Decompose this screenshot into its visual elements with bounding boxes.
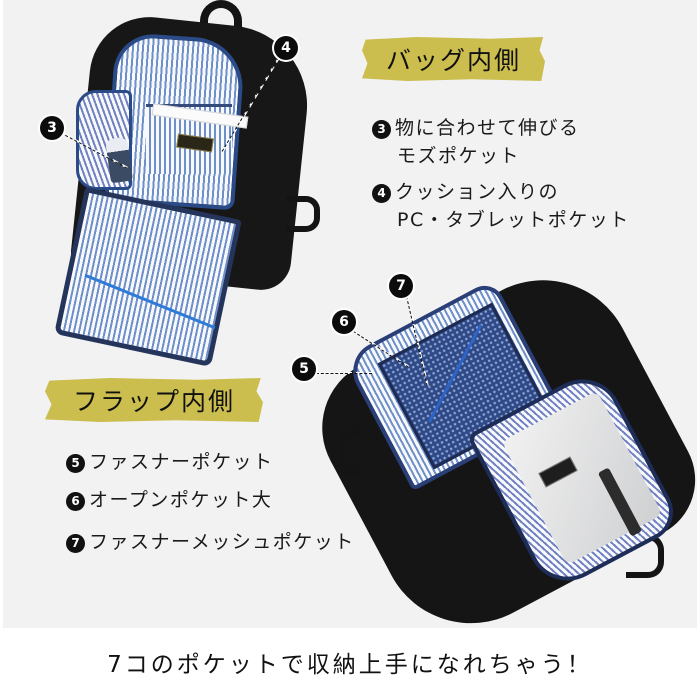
feature-text-line2: PC・タブレットポケット — [397, 209, 630, 231]
section-heading-bag-inside: バッグ内側 — [362, 37, 545, 81]
marker-4: 4 — [274, 36, 298, 60]
feature-text: ファスナーポケット — [89, 451, 274, 473]
feature-text-line2: モズポケット — [397, 145, 521, 167]
number-badge-4: 4 — [372, 183, 391, 203]
feature-text: ファスナーメッシュポケット — [89, 531, 355, 553]
marker-6: 6 — [332, 310, 356, 334]
flap-inside-photo — [297, 248, 700, 655]
open-front-flap — [54, 187, 242, 367]
marker-3: 3 — [40, 116, 64, 140]
marker-5: 5 — [292, 357, 316, 381]
feature-text: オープンポケット大 — [89, 489, 273, 511]
footer-caption: 7コのポケットで収納上手になれちゃう！ — [107, 652, 593, 678]
number-badge-6: 6 — [66, 491, 85, 511]
number-badge-7: 7 — [66, 533, 85, 553]
section-heading-flap-inside: フラップ内側 — [45, 378, 263, 422]
shoulder-strap-left — [338, 430, 362, 476]
marker-7: 7 — [389, 274, 413, 298]
shoulder-strap — [286, 196, 320, 232]
bag-inside-photo — [0, 0, 340, 367]
number-badge-3: 3 — [372, 119, 391, 139]
feature-text: クッション入りの — [395, 181, 560, 203]
feature-text: 物に合わせて伸びる — [395, 117, 580, 139]
number-badge-5: 5 — [66, 453, 85, 473]
leader-line-5 — [316, 372, 372, 374]
